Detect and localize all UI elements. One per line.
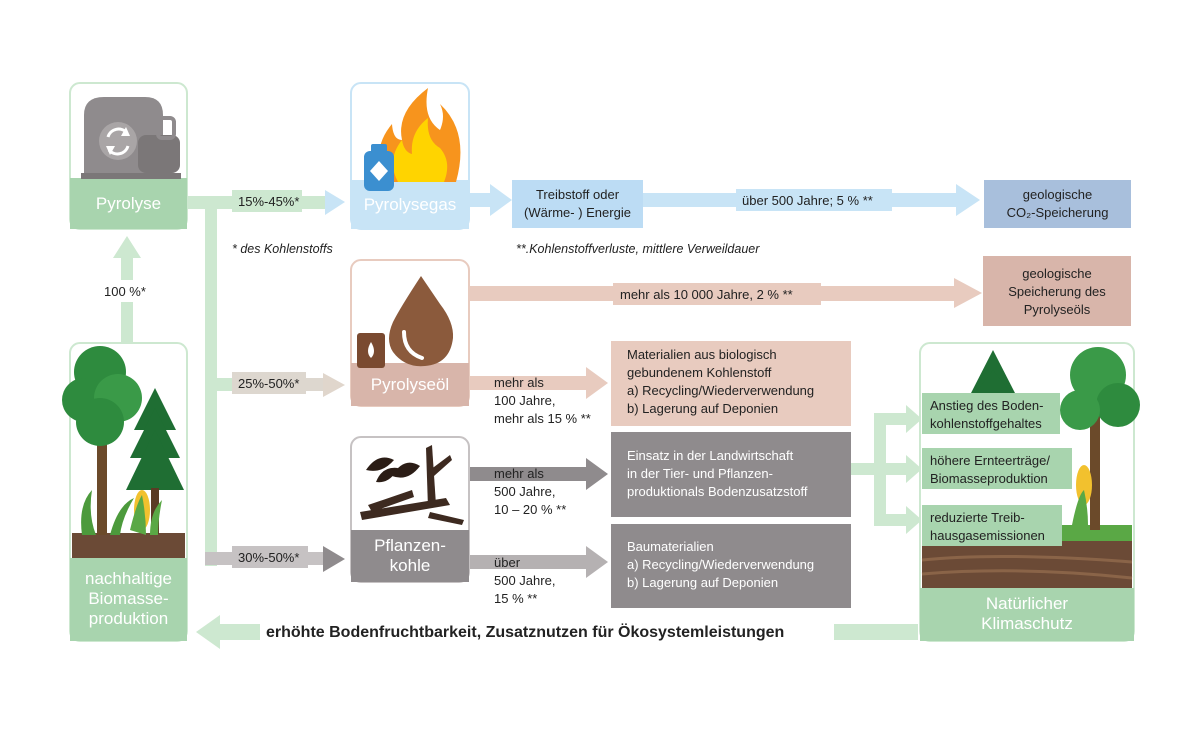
pyrolyse-tile [69,82,188,230]
materialien-box [611,341,851,426]
geo-oel-box [983,256,1131,326]
bottom-arrow-label: erhöhte Bodenfruchtbarkeit, Zusatznutzen… [266,624,785,641]
benefit1-text: Anstieg des Boden- kohlenstoffgehaltes [930,398,1044,431]
biomasse-label: nachhaltige Biomasse- produktion [85,569,172,628]
kohle-to-bau-label: über 500 Jahre, 15 % ** [494,555,556,606]
geo-co2-box [984,180,1131,228]
landwirtschaft-text: Einsatz in der Landwirtschaft in der Tie… [627,448,808,499]
geo-oel-text: geologische Speicherung des Pyrolyseöls [1008,266,1106,317]
geo-co2-text: geologische CO₂-Speicherung [1006,187,1109,220]
benefit2-text: höhere Ernteerträge/ Biomasseproduktion [930,453,1050,486]
treibstoff-text: Treibstoff oder (Wärme- ) Energie [524,187,631,220]
klimaschutz-label: Natürlicher Klimaschutz [981,594,1073,633]
biomasse-tile [62,342,188,642]
baumaterialien-text: Baumaterialien a) Recycling/Wiederverwen… [627,539,815,590]
benefit2-box [922,448,1072,489]
treibstoff-box [512,180,643,228]
share-gas-label: 15%-45%* [238,194,300,209]
materialien-text: Materialien aus biologisch gebundenem Ko… [627,347,815,416]
arrow-to-gas [325,190,345,215]
pflanzenkohle-label: Pflanzen- kohle [374,536,446,575]
benefit3-box [922,505,1062,546]
benefit1-box [922,393,1060,434]
landwirtschaft-box [611,432,851,517]
arrow-to-kohle [323,546,345,572]
pyrolysegas-tile [350,82,470,230]
oel-to-mat-label: mehr als 100 Jahre, mehr als 15 % ** [494,375,591,426]
share-biomasse-label: 100 %* [104,284,146,299]
pyrolyseoel-label: Pyrolyseöl [370,375,450,394]
kohle-to-land-label: mehr als 500 Jahre, 10 – 20 % ** [494,466,567,517]
footnote-verluste: **.Kohlenstoffverluste, mittlere Verweil… [516,242,760,256]
pyrolysegas-label: Pyrolysegas [363,195,457,214]
share-kohle-label: 30%-50%* [238,550,300,565]
gas-to-geo-label: über 500 Jahre; 5 % ** [742,193,873,208]
pflanzenkohle-tile [350,436,470,583]
oel-to-geo-label: mehr als 10 000 Jahre, 2 % ** [620,287,793,302]
pyrolyseoel-tile [350,259,470,407]
benefit3-text: reduzierte Treib- hausgasemissionen [930,510,1045,543]
baumaterialien-box [611,524,851,608]
pyrolyse-label: Pyrolyse [95,194,162,213]
footnote-kohlenstoff: * des Kohlenstoffs [232,242,333,256]
arrow-to-oel [323,373,345,397]
share-oel-label: 25%-50%* [238,376,300,391]
